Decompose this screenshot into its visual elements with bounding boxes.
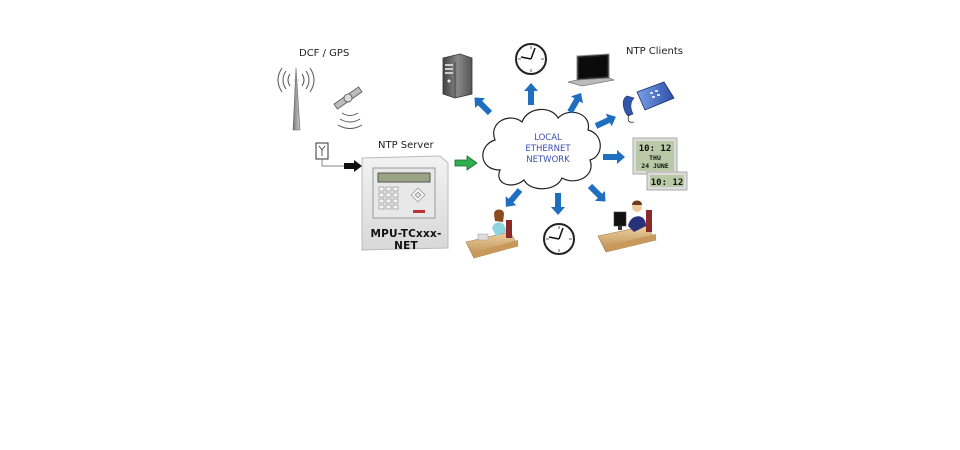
label-ntp-clients: NTP Clients: [626, 46, 683, 57]
lcd-large-time: 10: 12: [639, 144, 672, 154]
gps-satellite-icon: [333, 86, 363, 129]
arrow-to-phone: [594, 113, 616, 129]
server-to-network-arrow: [454, 155, 478, 171]
wall-clock-top-icon: [515, 43, 547, 75]
arrow-to-desktop: [474, 97, 493, 116]
network-label: LOCAL ETHERNET NETWORK: [508, 133, 588, 166]
arrow-to-digital-clock: [603, 150, 625, 164]
lcd-date: 24 JUNE: [641, 162, 668, 170]
arrow-to-man: [587, 183, 606, 202]
ntp-server-device-icon: [361, 155, 449, 251]
desktop-tower-icon: [442, 53, 473, 99]
antenna-icon: [315, 142, 345, 167]
ethernet-cloud-icon: [482, 108, 601, 190]
office-worker-man-icon: [597, 200, 657, 253]
arrow-to-woman: [505, 188, 523, 207]
office-worker-woman-icon: [465, 209, 519, 259]
digital-clock-display-icon: 10: 12 THU 24 JUNE 10: 12: [632, 137, 688, 191]
label-device-model: MPU-TCxxx-NET: [370, 228, 442, 252]
antenna-to-server-arrow: [344, 160, 362, 172]
label-dcf-gps: DCF / GPS: [299, 48, 350, 59]
arrow-to-clock-top: [524, 83, 538, 105]
network-label-line2: ETHERNET: [525, 144, 571, 154]
arrow-to-laptop: [567, 92, 584, 114]
ip-phone-icon: [622, 81, 675, 123]
lcd-small-time: 10: 12: [651, 178, 684, 188]
network-label-line1: LOCAL: [534, 133, 562, 143]
network-label-line3: NETWORK: [526, 155, 570, 165]
arrow-to-clock-bottom: [551, 193, 565, 215]
label-ntp-server: NTP Server: [378, 140, 434, 151]
radio-tower-icon: [277, 67, 315, 131]
wall-clock-bottom-icon: [543, 223, 575, 255]
laptop-icon: [567, 53, 616, 87]
network-arrows: [474, 83, 625, 215]
lcd-day: THU: [649, 154, 661, 162]
